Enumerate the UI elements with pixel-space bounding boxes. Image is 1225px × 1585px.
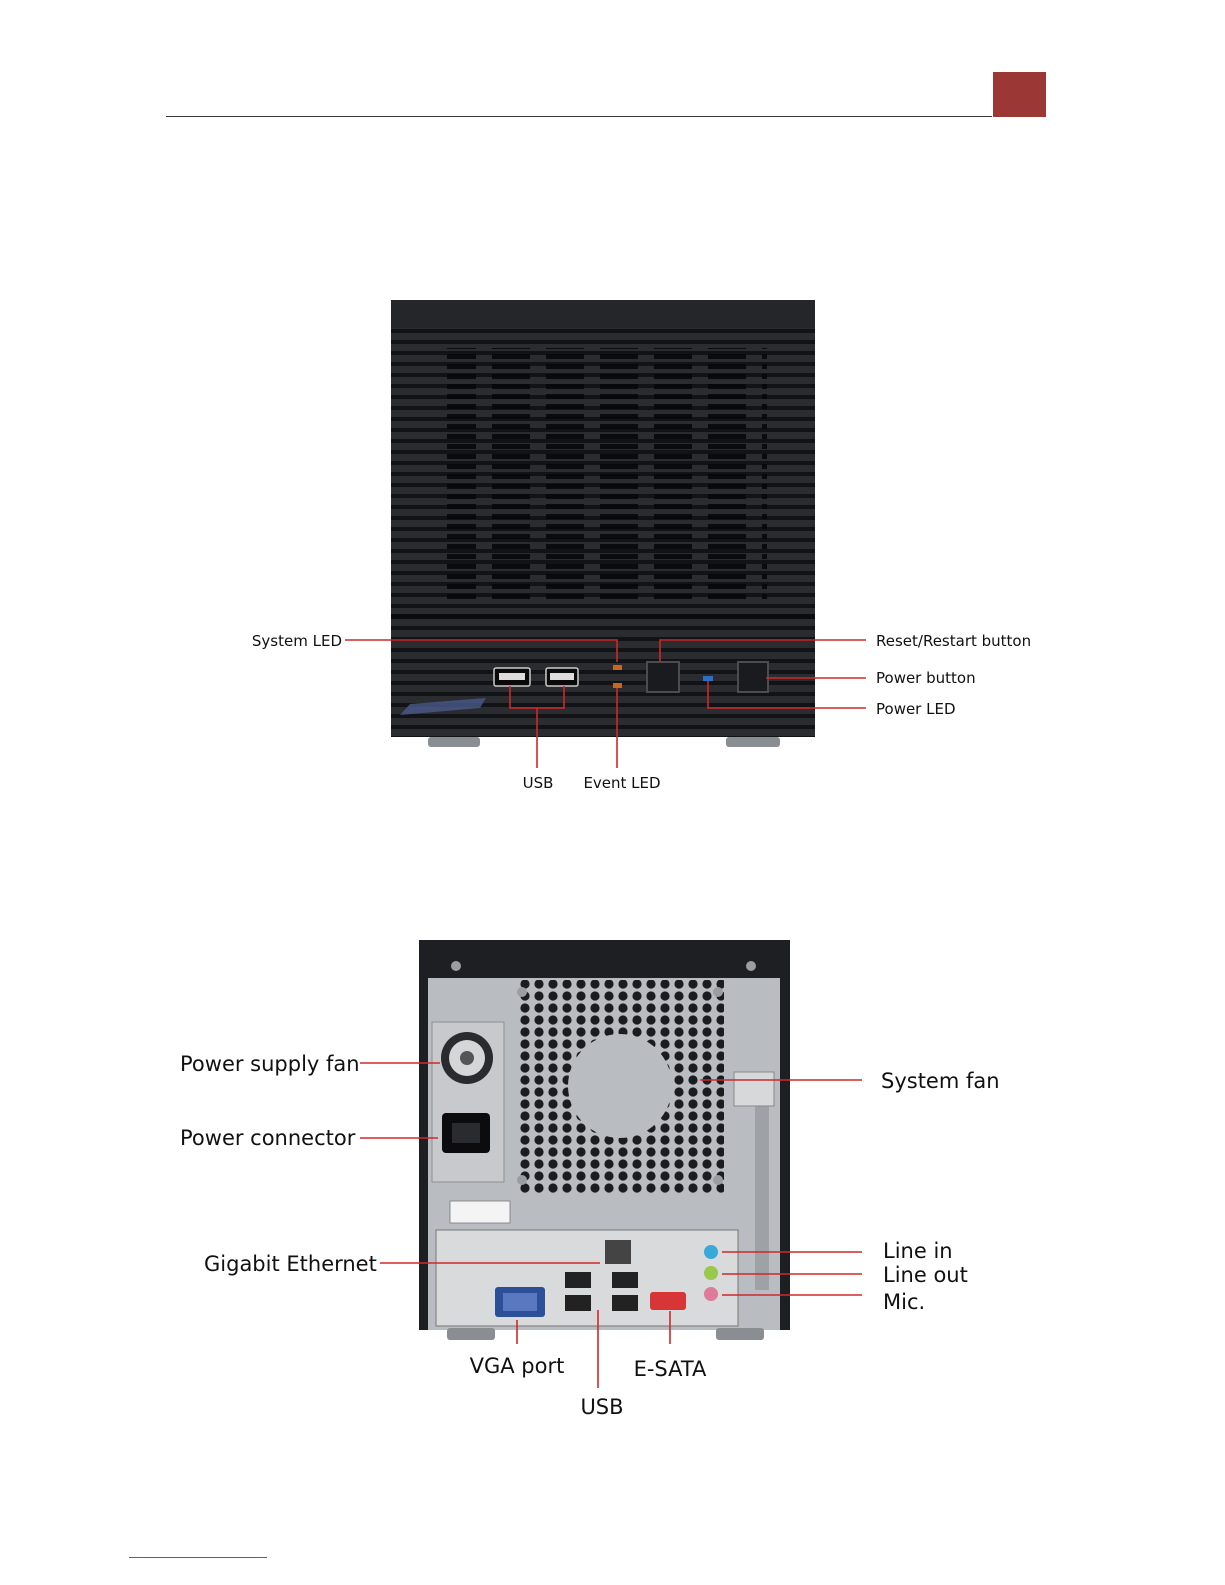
- line-out-jack-icon: [704, 1266, 718, 1280]
- rear-panel-figure: Power supply fan Power connector System …: [0, 930, 1225, 1430]
- rear-usb-port-icon: [565, 1272, 591, 1288]
- rear-usb-port-icon: [565, 1295, 591, 1311]
- label-line-out: Line out: [883, 1263, 968, 1287]
- label-gigabit-ethernet: Gigabit Ethernet: [204, 1252, 377, 1276]
- label-power-button: Power button: [876, 669, 976, 687]
- line-in-jack-icon: [704, 1245, 718, 1259]
- rear-usb-port-icon: [612, 1295, 638, 1311]
- rear-chassis: [419, 940, 790, 1340]
- event-led-icon: [613, 683, 622, 688]
- label-vga-port: VGA port: [470, 1354, 565, 1378]
- label-reset-button: Reset/Restart button: [876, 632, 1031, 650]
- rear-panel-illustration: Power supply fan Power connector System …: [0, 930, 1225, 1430]
- reset-button-icon: [647, 662, 679, 692]
- power-button-icon: [738, 662, 768, 692]
- front-panel-illustration: System LED Reset/Restart button Power bu…: [0, 290, 1225, 800]
- chapter-tab: [993, 72, 1046, 117]
- power-led-icon: [703, 676, 713, 681]
- label-line-in: Line in: [883, 1239, 953, 1263]
- label-rear-usb: USB: [580, 1395, 623, 1419]
- label-power-led: Power LED: [876, 700, 956, 718]
- mic-jack-icon: [704, 1287, 718, 1301]
- header-rule: [166, 116, 992, 117]
- front-panel-figure: System LED Reset/Restart button Power bu…: [0, 290, 1225, 800]
- label-e-sata: E-SATA: [634, 1357, 707, 1381]
- label-system-led: System LED: [252, 632, 342, 650]
- ethernet-port-icon: [605, 1240, 631, 1264]
- label-event-led: Event LED: [583, 774, 660, 792]
- esata-port-icon: [650, 1292, 686, 1310]
- label-front-usb: USB: [523, 774, 554, 792]
- label-system-fan: System fan: [881, 1069, 1000, 1093]
- label-power-supply-fan: Power supply fan: [180, 1052, 360, 1076]
- front-chassis: [391, 300, 815, 747]
- label-power-connector: Power connector: [180, 1126, 356, 1150]
- label-mic: Mic.: [883, 1290, 925, 1314]
- rear-usb-port-icon: [612, 1272, 638, 1288]
- footer-link-rule: [129, 1557, 267, 1558]
- system-led-icon: [613, 665, 622, 670]
